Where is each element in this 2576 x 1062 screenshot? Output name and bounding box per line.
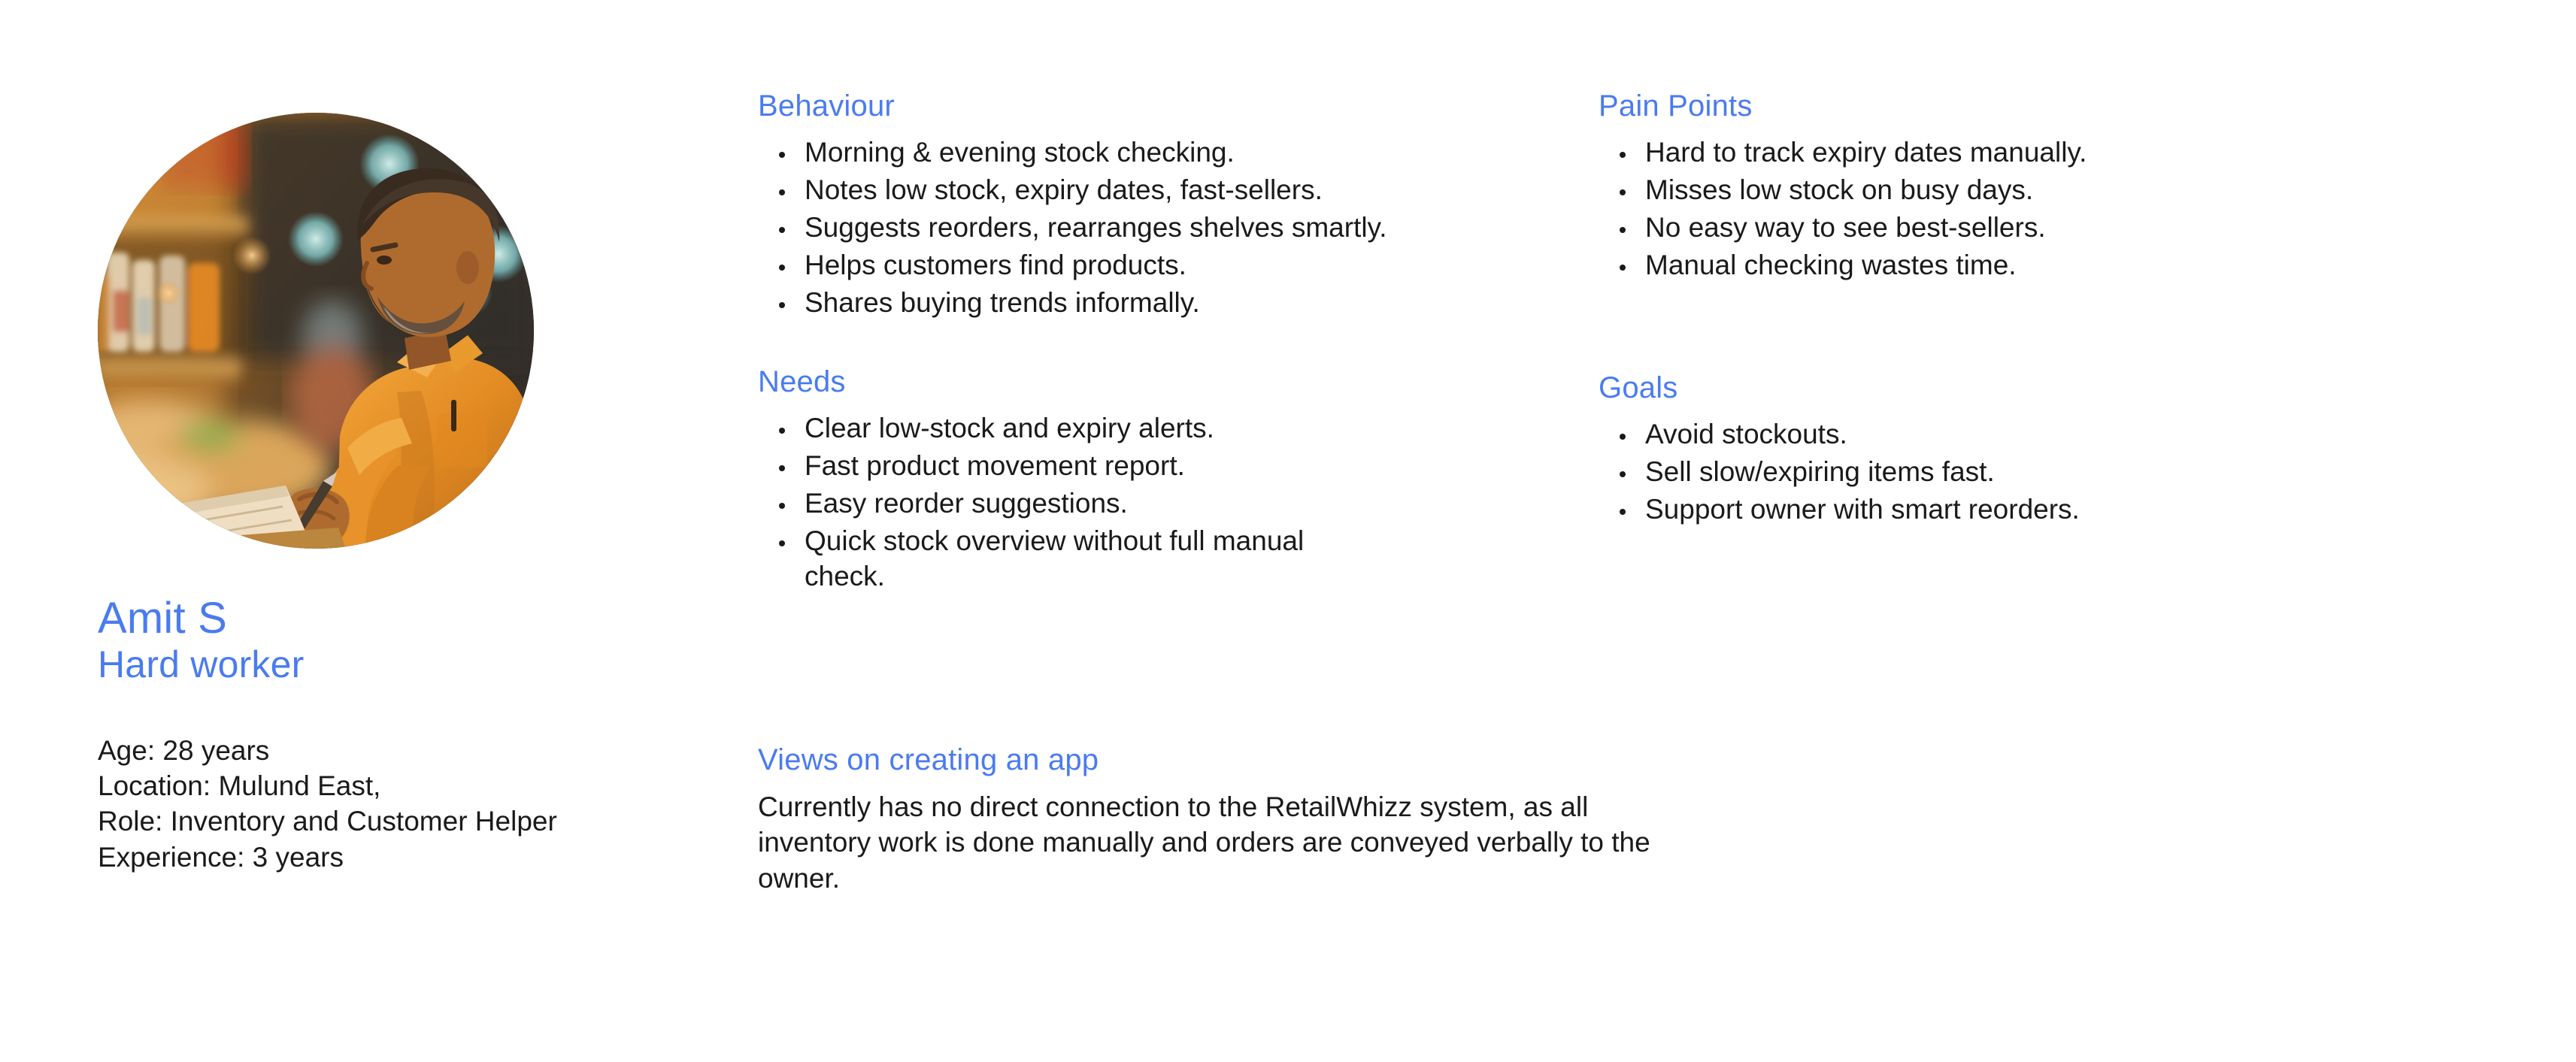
section-needs: Needs Clear low-stock and expiry alerts.… — [758, 365, 1570, 595]
list-item: Avoid stockouts. — [1599, 417, 2350, 452]
behaviour-list: Morning & evening stock checking. Notes … — [758, 135, 1570, 321]
section-pain-points: Pain Points Hard to track expiry dates m… — [1599, 89, 2350, 283]
goals-list: Avoid stockouts. Sell slow/expiring item… — [1599, 417, 2350, 528]
section-title-goals: Goals — [1599, 371, 1678, 404]
list-item: Easy reorder suggestions. — [758, 486, 1570, 522]
profile-meta-age: Age: 28 years — [98, 734, 270, 766]
list-item: Notes low stock, expiry dates, fast-sell… — [758, 173, 1570, 208]
list-item: Support owner with smart reorders. — [1599, 492, 2350, 528]
list-item: Suggests reorders, rearranges shelves sm… — [758, 210, 1570, 246]
section-title-pain-points: Pain Points — [1599, 89, 1753, 123]
profile-meta-location: Location: Mulund East, — [98, 770, 381, 801]
section-behaviour: Behaviour Morning & evening stock checki… — [758, 89, 1570, 321]
list-item: Manual checking wastes time. — [1599, 248, 2350, 283]
views-body-text: Currently has no direct connection to th… — [758, 791, 1650, 894]
list-item: Sell slow/expiring items fast. — [1599, 455, 2350, 490]
section-goals: Goals Avoid stockouts. Sell slow/expirin… — [1599, 371, 2350, 528]
profile-column: Amit S Hard worker Age: 28 years Locatio… — [98, 113, 624, 875]
list-item: Morning & evening stock checking. — [758, 135, 1570, 171]
list-item: Quick stock overview without full manual… — [758, 524, 1331, 595]
profile-meta: Age: 28 years Location: Mulund East, Rol… — [98, 733, 586, 875]
list-item: Shares buying trends informally. — [758, 286, 1570, 321]
section-views-on-creating-an-app: Views on creating an app Currently has n… — [758, 743, 1705, 896]
column-painpoints-goals: Pain Points Hard to track expiry dates m… — [1599, 89, 2350, 530]
section-title-needs: Needs — [758, 365, 846, 398]
list-item: Clear low-stock and expiry alerts. — [758, 411, 1570, 446]
list-item: Fast product movement report. — [758, 449, 1570, 484]
section-title-behaviour: Behaviour — [758, 89, 895, 123]
pain-points-list: Hard to track expiry dates manually. Mis… — [1599, 135, 2350, 283]
list-item: Hard to track expiry dates manually. — [1599, 135, 2350, 171]
column-behaviour-needs: Behaviour Morning & evening stock checki… — [758, 89, 1570, 597]
profile-name: Amit S — [98, 594, 227, 643]
avatar-photo-illustration — [98, 113, 534, 549]
list-item: Helps customers find products. — [758, 248, 1570, 283]
list-item: No easy way to see best-sellers. — [1599, 210, 2350, 246]
avatar — [98, 113, 534, 549]
list-item: Misses low stock on busy days. — [1599, 173, 2350, 208]
profile-meta-role: Role: Inventory and Customer Helper — [98, 806, 557, 837]
needs-list: Clear low-stock and expiry alerts. Fast … — [758, 411, 1570, 595]
profile-meta-experience: Experience: 3 years — [98, 841, 344, 873]
section-title-views: Views on creating an app — [758, 743, 1099, 776]
profile-tagline: Hard worker — [98, 643, 305, 685]
